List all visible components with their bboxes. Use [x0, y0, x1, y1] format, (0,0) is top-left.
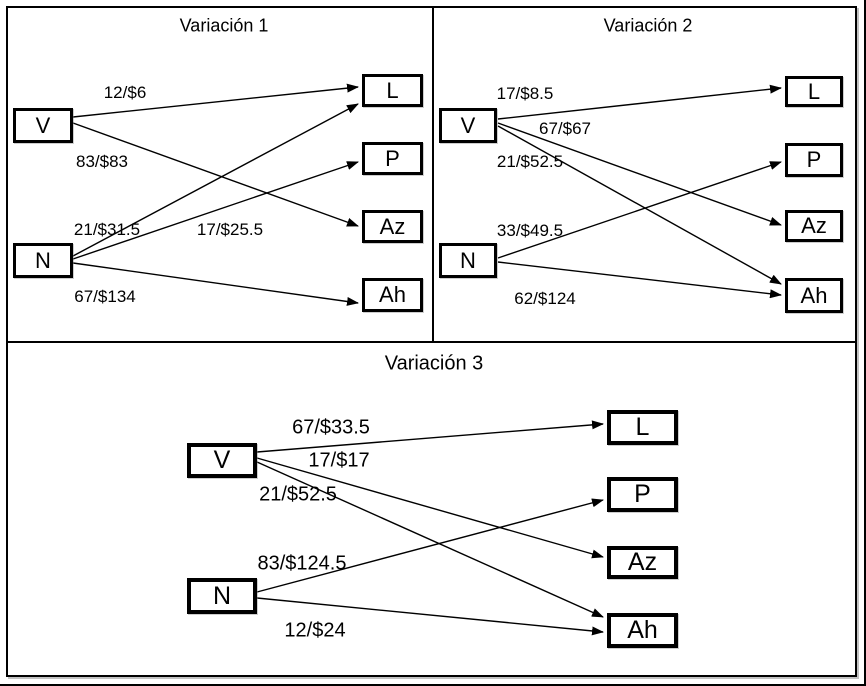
p3-node-az: Az	[607, 546, 678, 579]
p1-node-p: P	[362, 142, 423, 175]
panel-2-title: Variación 2	[603, 15, 693, 36]
page-edge-right	[864, 0, 866, 686]
p1-edge-label-n-ah: 67/$134	[74, 287, 136, 306]
p2-node-l: L	[785, 76, 843, 107]
panel-divider-vertical	[432, 6, 434, 343]
p3-edge-label-v-az: 17/$17	[308, 449, 370, 472]
p3-node-v: V	[187, 443, 257, 478]
p1-edge-label-n-l: 21/$31.5	[73, 220, 141, 239]
p2-node-n: N	[439, 243, 497, 278]
p2-node-az: Az	[785, 210, 843, 242]
p1-edge-label-v-l: 12/$6	[103, 83, 147, 102]
p1-node-n: N	[13, 243, 73, 278]
p1-node-az: Az	[362, 210, 423, 243]
p2-edge-label-n-p: 33/$49.5	[496, 221, 564, 240]
p2-node-p: P	[785, 143, 843, 177]
p3-edge-label-n-ah: 12/$24	[284, 619, 346, 642]
p3-node-ah: Ah	[607, 613, 678, 648]
page-edge-bottom	[0, 684, 866, 686]
p1-node-l: L	[362, 74, 423, 107]
p2-edge-label-v-l: 17/$8.5	[496, 84, 554, 103]
p3-edge-label-n-p: 83/$124.5	[257, 552, 347, 575]
p3-edge-label-v-l: 67/$33.5	[292, 416, 370, 439]
p1-edge-label-v-az: 83/$83	[76, 152, 128, 171]
p2-node-ah: Ah	[785, 278, 843, 313]
p2-edge-label-v-az: 67/$67	[539, 119, 591, 138]
p3-edge-label-v-ah: 21/$52.5	[259, 483, 337, 506]
p1-edge-label-n-p: 17/$25.5	[196, 220, 264, 239]
p2-edge-label-v-ah: 21/$52.5	[496, 152, 564, 171]
p1-node-v: V	[13, 108, 73, 143]
panel-1-title: Variación 1	[179, 15, 269, 36]
p2-node-v: V	[439, 108, 497, 143]
p2-edge-label-n-ah: 62/$124	[514, 289, 576, 308]
panel-divider-horizontal	[6, 341, 857, 343]
p3-node-n: N	[187, 578, 257, 614]
p3-node-l: L	[607, 410, 678, 445]
panel-3-title: Variación 3	[384, 352, 484, 375]
p1-node-ah: Ah	[362, 278, 423, 312]
p3-node-p: P	[607, 477, 678, 512]
